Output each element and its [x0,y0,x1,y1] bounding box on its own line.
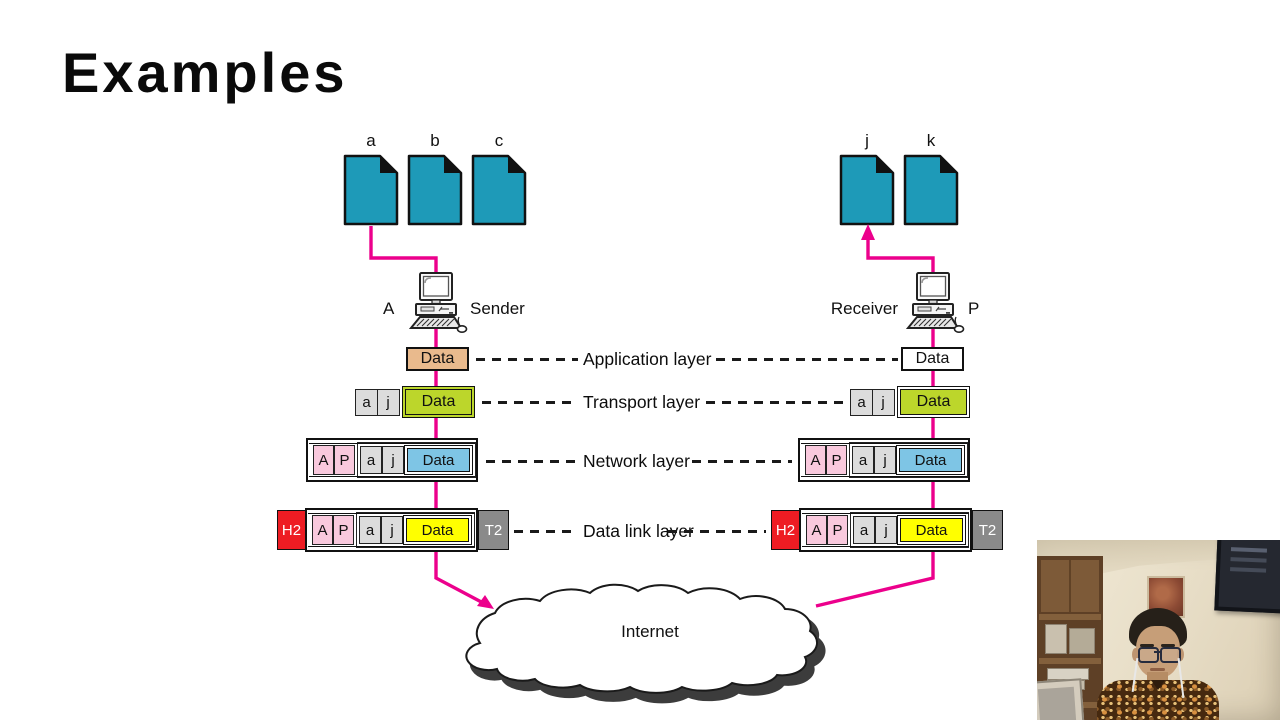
page-title: Examples [62,41,348,104]
webcam-glasses-lens [1160,647,1181,663]
dash-network-left [486,460,578,463]
receiver-network-header-P: P [826,445,847,475]
sender-datalink-header-P: P [333,515,354,545]
receiver-network-cell-j: j [874,446,896,474]
dash-application-right [716,358,898,361]
sender-datalink-trailer-T2: T2 [478,510,509,550]
webcam-person-eyebrow [1161,644,1175,647]
arrow-into-document-j [861,224,875,240]
presenter-webcam [1037,540,1280,720]
receiver-datalink-segment: a j Data [850,512,969,548]
sender-network-header-A: A [313,445,334,475]
sender-network-cell-j: j [382,446,404,474]
receiver-network-segment: a j Data [849,442,968,478]
document-label-j: j [865,131,869,150]
sender-transport-cell-j: j [376,389,400,416]
webcam-person-mouth [1150,668,1165,671]
webcam-glasses-bridge [1154,651,1162,653]
dash-datalink-right [668,530,766,533]
receiver-transport-cell-a: a [850,389,873,416]
sender-network-header-P: P [334,445,355,475]
sender-computer-icon [404,271,468,337]
sender-datalink-segment: a j Data [356,512,475,548]
webcam-person-eyebrow [1140,644,1154,647]
receiver-application-data-box: Data [901,347,964,371]
sender-datalink-packet: A P a j Data [305,508,478,552]
document-label-a: a [366,131,376,150]
sender-network-packet: A P a j Data [306,438,478,482]
document-label-c: c [494,131,504,150]
internet-cloud-label: Internet [621,622,679,641]
receiver-datalink-cell-a: a [853,516,875,544]
webcam-shelf-item [1069,628,1095,654]
receiver-network-cell-a: a [852,446,874,474]
sender-datalink-header-H2: H2 [277,510,306,550]
document-icon-b [407,154,463,226]
receiver-node-label: P [968,299,980,318]
webcam-shelf-board [1039,614,1101,620]
webcam-leaning-frame [1037,678,1085,720]
webcam-shelf-item [1045,624,1067,654]
document-icon-a [343,154,399,226]
receiver-transport-data-box: Data [897,386,970,418]
receiver-computer-icon [901,271,965,337]
webcam-glasses-lens [1138,647,1159,663]
webcam-shirt-collar [1151,680,1165,690]
document-icon-j [839,154,895,226]
receiver-datalink-data-box: Data [897,515,966,545]
sender-application-data-box: Data [406,347,469,371]
sender-datalink-cell-a: a [359,516,381,544]
receiver-datalink-header-H2: H2 [771,510,800,550]
dash-datalink-left [514,530,578,533]
sender-node-label: A [383,299,395,318]
document-icon-k [903,154,959,226]
sender-flow-line [369,226,488,607]
receiver-datalink-cell-j: j [875,516,897,544]
receiver-datalink-header-A: A [806,515,827,545]
dash-transport-right [706,401,846,404]
sender-datalink-header-A: A [312,515,333,545]
document-label-b: b [430,131,440,150]
receiver-flow-line [815,238,935,608]
receiver-role-label: Receiver [830,299,898,318]
document-icon-c [471,154,527,226]
document-label-k: k [926,131,936,150]
layer-label-network: Network layer [583,451,690,471]
sender-network-data-box: Data [404,445,473,475]
receiver-transport-cell-j: j [871,389,895,416]
sender-role-label: Sender [470,299,525,318]
dash-transport-left [482,401,578,404]
sender-network-cell-a: a [360,446,382,474]
webcam-shelf-board [1039,658,1101,664]
layer-label-transport: Transport layer [583,392,701,412]
sender-transport-data-box: Data [402,386,475,418]
webcam-cabinet-doors [1041,560,1099,612]
receiver-datalink-trailer-T2: T2 [972,510,1003,550]
dash-application-left [476,358,578,361]
layer-label-datalink: Data link layer [583,521,694,541]
webcam-batik-shirt [1097,680,1219,720]
sender-transport-cell-a: a [355,389,378,416]
receiver-network-packet: A P a j Data [798,438,970,482]
webcam-person-ear [1132,648,1139,661]
receiver-network-data-box: Data [896,445,965,475]
sender-network-segment: a j Data [357,442,476,478]
webcam-wall-frame [1214,540,1280,614]
arrow-into-cloud [477,595,494,609]
receiver-datalink-packet: A P a j Data [799,508,972,552]
dash-network-right [692,460,792,463]
layer-label-application: Application layer [583,349,712,369]
receiver-network-header-A: A [805,445,826,475]
sender-datalink-cell-j: j [381,516,403,544]
sender-datalink-data-box: Data [403,515,472,545]
internet-cloud [465,583,819,694]
receiver-datalink-header-P: P [827,515,848,545]
